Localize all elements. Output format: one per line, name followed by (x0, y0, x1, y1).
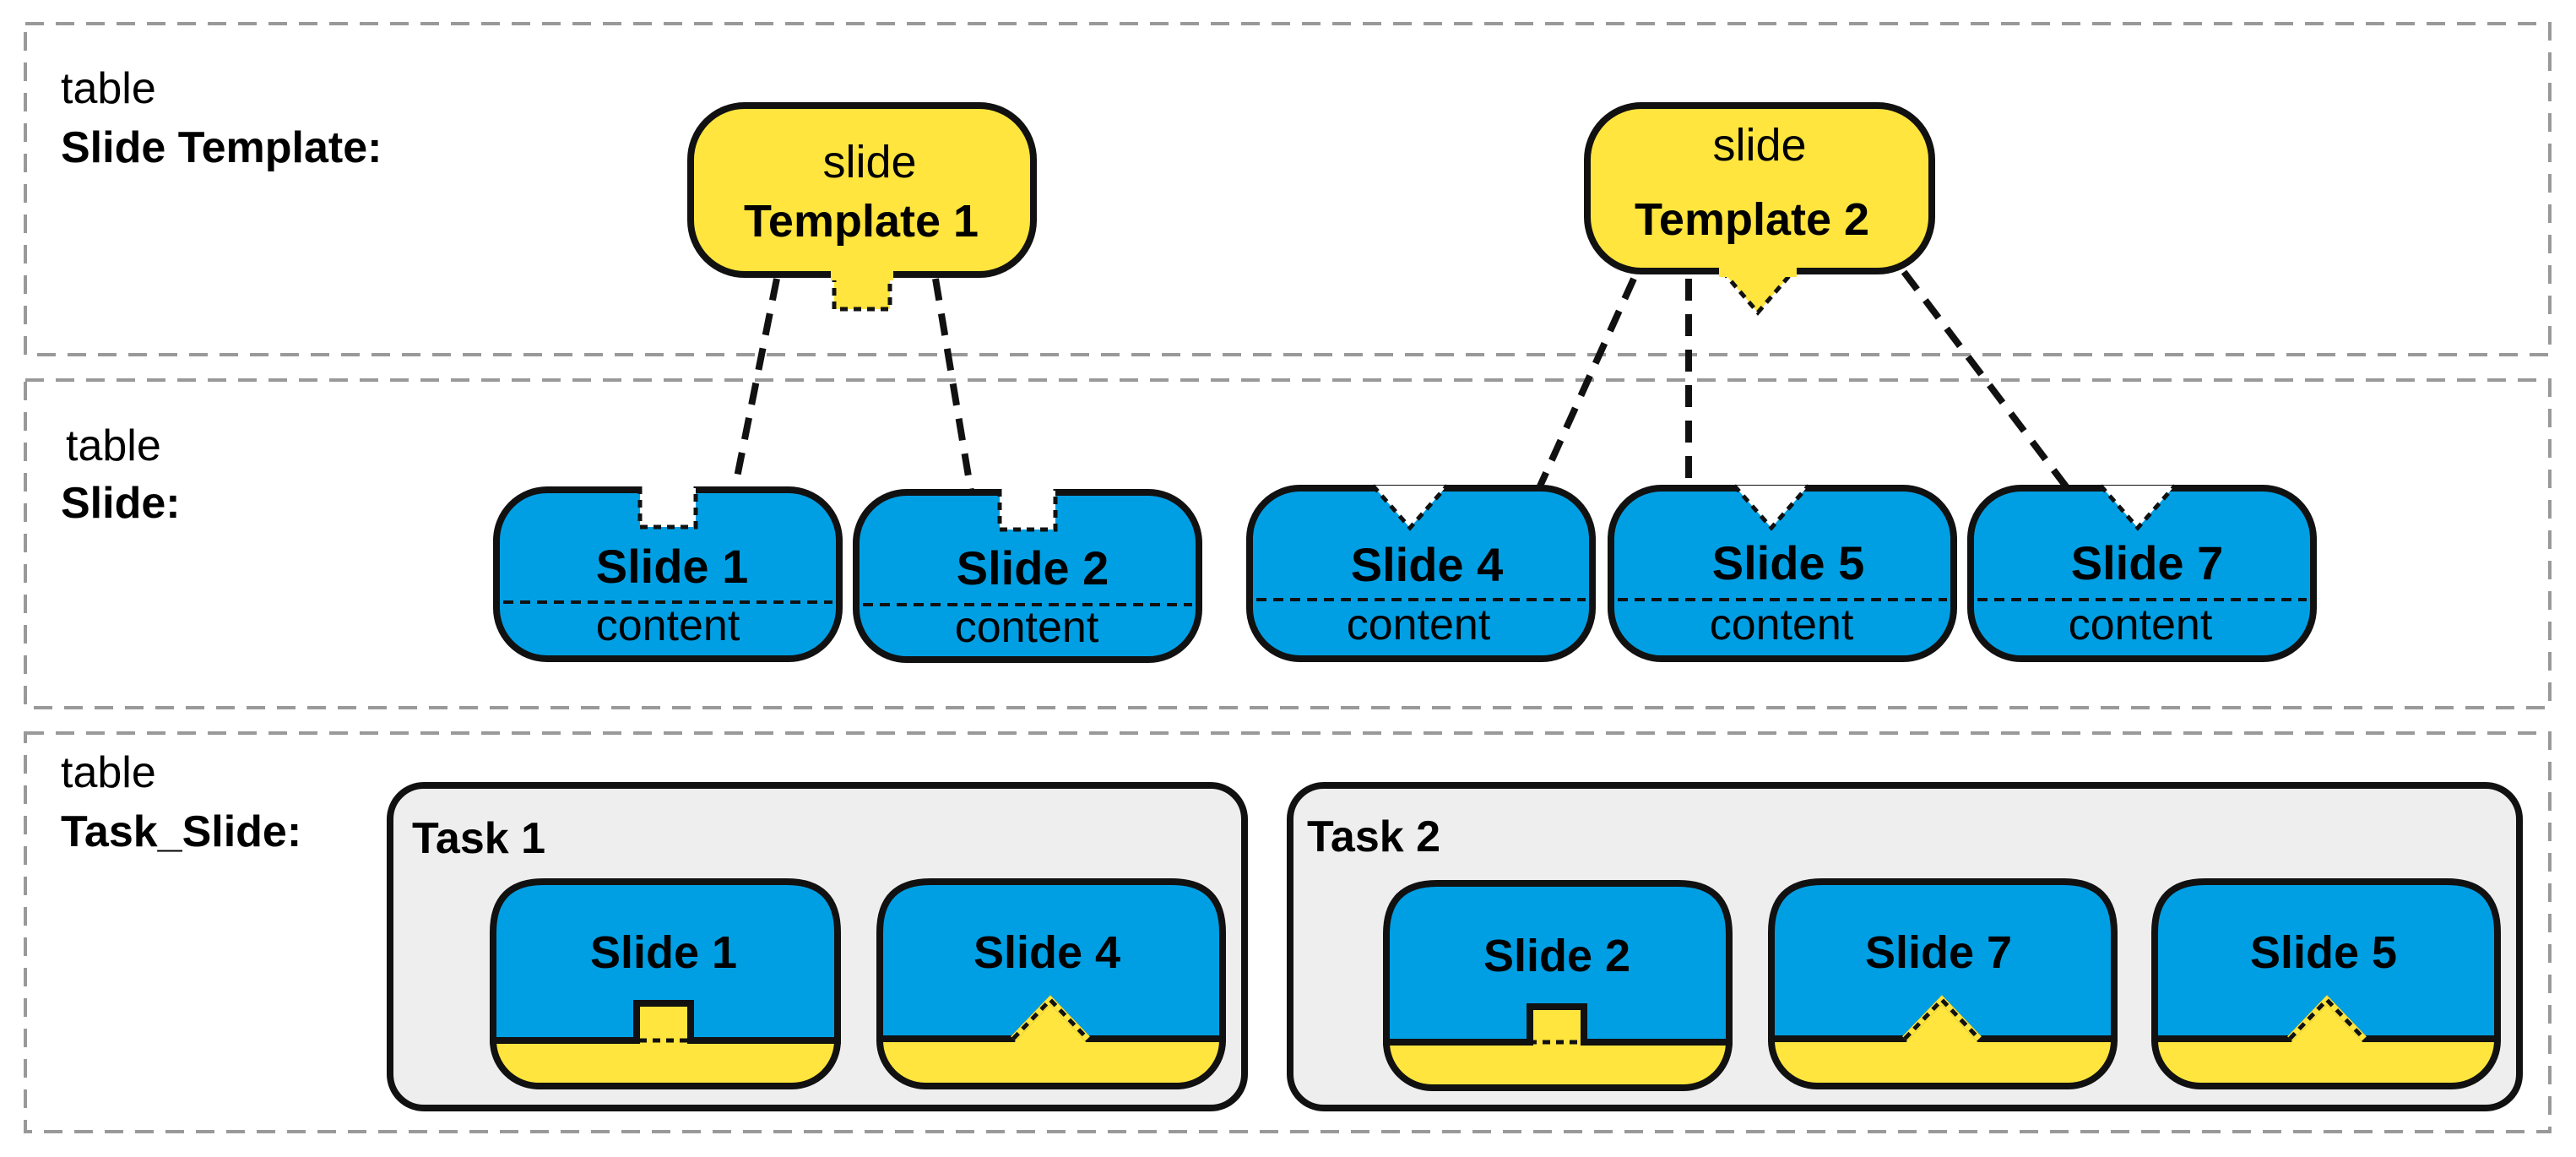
slide-7-title: Slide 7 (2071, 536, 2224, 589)
slide-2-title: Slide 2 (957, 541, 1109, 595)
task-2-slide-5[interactable]: Slide 5 (2151, 878, 2501, 1089)
template-1-name: Template 1 (744, 196, 979, 247)
slide-1-title: Slide 1 (596, 540, 749, 593)
slide-4-title: Slide 4 (1351, 538, 1504, 591)
task-2-slide-5-title: Slide 5 (2250, 927, 2397, 978)
slide-5-triangle-connector (1733, 484, 1810, 531)
task-2-slide-7-title: Slide 7 (1865, 927, 2012, 978)
row-task-slide-prefix: table (61, 748, 156, 797)
task-2-slide-2-title: Slide 2 (1483, 931, 1630, 981)
slide-2-card[interactable]: Slide 2 content (853, 489, 1202, 663)
task-1-slide-1-notch-connector (634, 999, 693, 1043)
task-1-slide-4-title: Slide 4 (973, 927, 1120, 978)
task-2-title: Task 2 (1307, 812, 1440, 861)
template-1-box[interactable]: slide Template 1 (687, 102, 1037, 312)
task-2-slide-7[interactable]: Slide 7 (1768, 878, 2118, 1089)
slide-7-triangle-connector (2099, 484, 2177, 531)
slide-1-card[interactable]: Slide 1 content (493, 486, 843, 662)
task-2-slide-2-notch-connector (1527, 1002, 1586, 1045)
slide-4-content: content (1347, 600, 1491, 649)
row-template-prefix: table (61, 64, 156, 113)
slide-5-title: Slide 5 (1712, 536, 1865, 589)
template-1-notch-connector (832, 272, 892, 312)
row-slide (24, 378, 2552, 709)
task-1-slide-1-title: Slide 1 (590, 927, 737, 978)
task-2-slide-2[interactable]: Slide 2 (1383, 880, 1733, 1091)
row-slide-name: Slide: (61, 479, 181, 528)
task-1-slide-4[interactable]: Slide 4 (876, 878, 1226, 1089)
row-task-slide-name: Task_Slide: (61, 807, 301, 856)
row-task-slide (24, 731, 2552, 1133)
slide-1-content: content (596, 601, 740, 650)
slide-1-notch-connector (637, 486, 698, 530)
relationship-lines (731, 269, 2072, 492)
task-1-slide-1[interactable]: Slide 1 (490, 878, 841, 1089)
template-2-triangle-connector (1717, 269, 1798, 316)
slide-7-content: content (2069, 600, 2213, 649)
slide-2-notch-connector (997, 489, 1058, 532)
template-2-box[interactable]: slide Template 2 (1584, 102, 1935, 316)
relation-template1-slide1 (731, 278, 780, 491)
slide-7-card[interactable]: Slide 7 content (1967, 484, 2317, 662)
task-1-title: Task 1 (412, 814, 545, 863)
slide-5-card[interactable]: Slide 5 content (1608, 484, 1957, 662)
relation-template2-slide7 (1901, 269, 2072, 492)
template-1-shape (687, 102, 1037, 278)
template-2-kind: slide (1712, 120, 1806, 171)
slide-2-content: content (955, 603, 1099, 652)
task-1-slide-1-blue (490, 878, 841, 1044)
row-template (24, 22, 2552, 356)
row-slide-prefix: table (66, 421, 161, 470)
template-2-name: Template 2 (1635, 194, 1869, 245)
slide-4-card[interactable]: Slide 4 content (1246, 484, 1596, 662)
row-template-name: Slide Template: (61, 123, 382, 172)
template-1-kind: slide (822, 137, 916, 187)
slide-4-triangle-connector (1371, 484, 1449, 531)
relation-template1-slide2 (932, 278, 974, 492)
slide-5-content: content (1710, 600, 1854, 649)
relation-template2-slide4 (1535, 277, 1637, 492)
task-2-slide-2-blue (1383, 880, 1733, 1046)
